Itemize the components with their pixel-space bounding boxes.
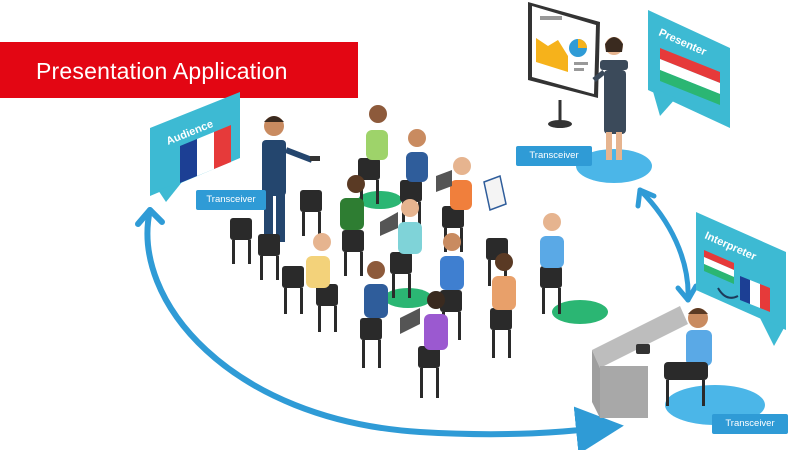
audience-person bbox=[366, 105, 388, 160]
audience-seating bbox=[230, 105, 564, 398]
page-title: Presentation Application bbox=[36, 58, 288, 84]
france-flag-icon bbox=[180, 125, 231, 183]
interpreter-transceiver-label: Transceiver bbox=[712, 414, 788, 434]
audience-badge: Audience bbox=[150, 92, 240, 202]
audience-floor-spot bbox=[358, 191, 402, 209]
audience-floor-spot bbox=[552, 300, 608, 324]
audience-person bbox=[540, 213, 564, 268]
interpreter-figure bbox=[664, 308, 712, 406]
hungary-flag-icon bbox=[660, 48, 720, 105]
clipboard-icon bbox=[483, 174, 507, 212]
audience-person bbox=[306, 233, 331, 288]
laptop-icon bbox=[380, 212, 398, 236]
presenter-floor-marker bbox=[576, 149, 652, 183]
presenter-badge: Presenter bbox=[648, 10, 730, 128]
laptop-icon bbox=[400, 308, 420, 334]
laptop-icon bbox=[436, 170, 452, 192]
audience-person bbox=[340, 175, 365, 230]
audience-person bbox=[406, 129, 428, 182]
interpreter-badge: Interpreter bbox=[696, 212, 786, 346]
audience-person bbox=[364, 261, 388, 318]
presenter-figure bbox=[592, 37, 628, 160]
audience-person bbox=[398, 199, 422, 254]
audience-person bbox=[492, 253, 516, 310]
audience-person bbox=[440, 233, 464, 290]
presentation-board bbox=[528, 2, 600, 128]
presenter-transceiver-label: Transceiver bbox=[516, 146, 592, 166]
hungary-france-translation-icon bbox=[704, 250, 770, 312]
audience-person bbox=[424, 291, 448, 350]
audience-transceiver-label: Transceiver bbox=[196, 190, 266, 210]
circular-arrow-icon bbox=[135, 187, 699, 450]
guide-figure bbox=[262, 116, 320, 242]
title-banner: Presentation Application bbox=[0, 42, 358, 98]
audience-person bbox=[450, 157, 472, 210]
transceiver-device-icon bbox=[636, 344, 650, 354]
interpreter-desk bbox=[592, 306, 688, 418]
